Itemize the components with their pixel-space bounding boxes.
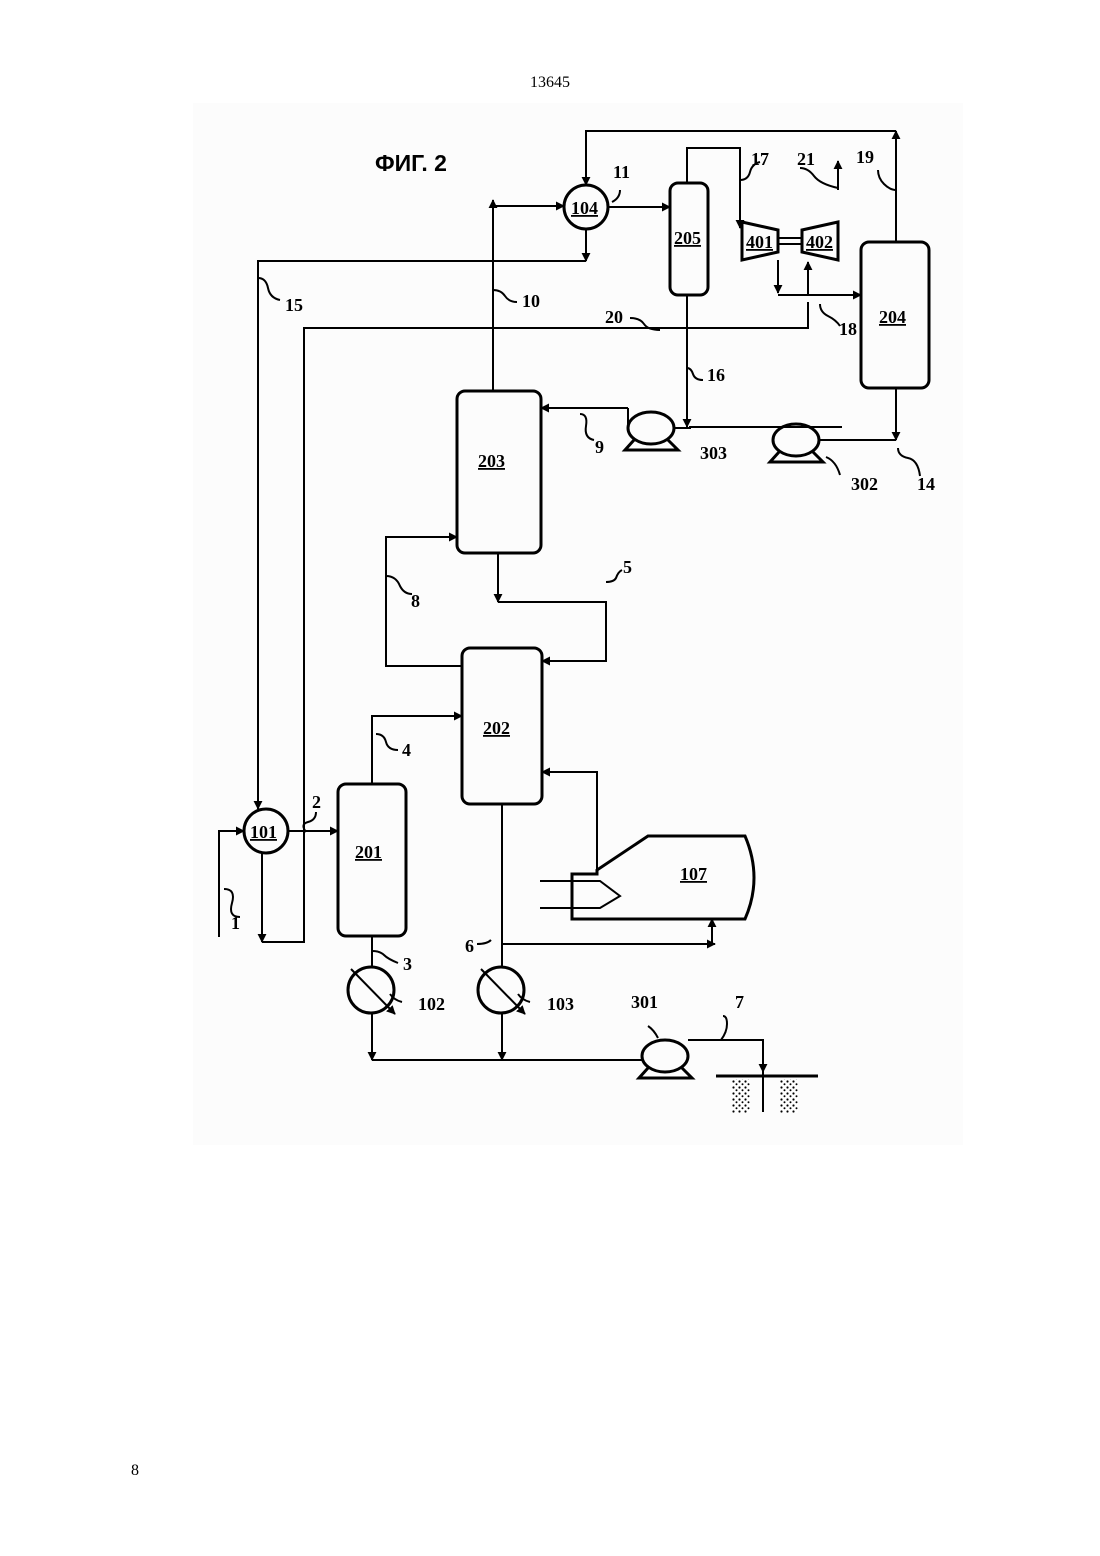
pump-302: 302 [770,424,878,494]
heat-exchanger-101: 101 [244,809,288,853]
stream-15-label: 15 [285,295,303,315]
svg-text:107: 107 [680,864,707,884]
svg-text:104: 104 [571,198,598,218]
svg-text:303: 303 [700,443,727,463]
stream-10-label: 10 [522,291,540,311]
svg-text:103: 103 [547,994,574,1014]
stream-2-label: 2 [312,792,321,812]
stream-20-label: 20 [605,307,623,327]
heat-exchanger-104: 104 [564,185,608,229]
vessel-202: 202 [462,648,542,804]
stream-8-label: 8 [411,591,420,611]
machine-402: 402 [802,222,838,260]
vessel-204: 204 [861,242,929,388]
cooler-102: 102 [348,967,445,1014]
vessel-203: 203 [457,391,541,553]
machine-401: 401 [742,222,778,260]
cooler-103: 103 [478,967,574,1014]
vessel-201: 201 [338,784,406,936]
stream-19-label: 19 [856,147,874,167]
svg-text:202: 202 [483,718,510,738]
stream-4-label: 4 [402,740,411,760]
page-number: 8 [131,1462,139,1480]
svg-text:205: 205 [674,228,701,248]
pump-301: 301 [631,992,692,1078]
stream-16-label: 16 [707,365,725,385]
stream-5-label: 5 [623,557,632,577]
stream-18-label: 18 [839,319,857,339]
stream-17-label: 17 [751,149,769,169]
svg-text:203: 203 [478,451,505,471]
stream-21-label: 21 [797,149,815,169]
pump-303: 303 [625,412,727,463]
svg-text:102: 102 [418,994,445,1014]
stream-11-label: 11 [613,162,630,182]
svg-text:204: 204 [879,307,906,327]
vessel-205: 205 [670,183,708,295]
piping [219,131,896,1112]
furnace-107: 107 [540,836,754,919]
figure-title: ФИГ. 2 [375,150,447,176]
svg-text:101: 101 [250,822,277,842]
svg-text:401: 401 [746,232,773,252]
stream-7-label: 7 [735,992,744,1012]
injection-well [716,1076,818,1113]
svg-text:201: 201 [355,842,382,862]
stream-1-label: 1 [231,913,240,933]
svg-text:302: 302 [851,474,878,494]
svg-text:301: 301 [631,992,658,1012]
stream-14-label: 14 [917,474,935,494]
svg-text:402: 402 [806,232,833,252]
stream-9-label: 9 [595,437,604,457]
stream-6-label: 6 [465,936,474,956]
stream-3-label: 3 [403,954,412,974]
